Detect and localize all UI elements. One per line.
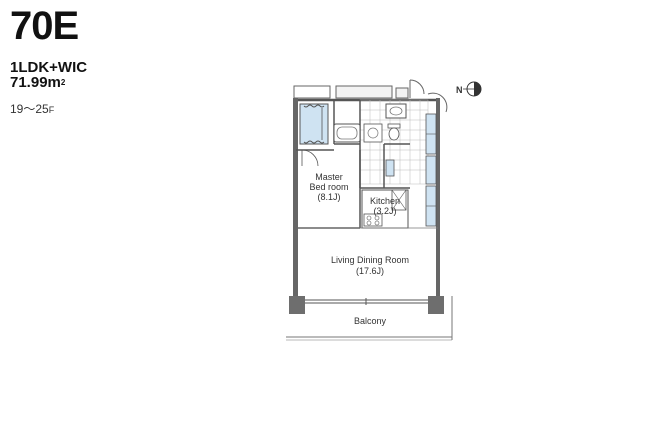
unit-area-value: 71.99m <box>10 74 61 91</box>
bathtub <box>333 123 361 143</box>
living-dining-label: Living Dining Room <box>331 255 409 265</box>
column-right <box>428 296 444 314</box>
washbasin <box>385 103 407 119</box>
floor-range-value: 19～25 <box>10 102 49 116</box>
balcony-area <box>286 296 453 341</box>
kitchen-size: (3.2J) <box>373 206 396 216</box>
left-wall <box>293 98 298 298</box>
living-dining-size: (17.6J) <box>356 266 384 276</box>
walk-in-closet <box>299 103 329 145</box>
kitchen-label: Kitchen <box>370 196 400 206</box>
master-bedroom-label-2: Bed room <box>309 182 348 192</box>
unit-title-block: 70E 1LDK+WIC 71.99m2 19～25F <box>10 6 87 116</box>
room-labels: Master Bed room (8.1J) Kitchen (3.2J) Li… <box>309 172 409 326</box>
column-left <box>289 296 305 314</box>
master-bedroom-label-1: Master <box>315 172 343 182</box>
window-sash <box>305 298 428 305</box>
north-label: N <box>456 85 463 95</box>
unit-area-sup: 2 <box>60 78 66 87</box>
unit-code: 70E <box>10 4 79 48</box>
floor-range-suffix: F <box>48 105 55 115</box>
unit-type: 1LDK+WIC <box>10 59 88 76</box>
unit-area: 71.99m2 <box>10 75 87 91</box>
toilet <box>387 123 401 141</box>
master-bedroom-size: (8.1J) <box>317 192 340 202</box>
entrance-structure <box>293 79 448 113</box>
floor-range: 19～25F <box>10 103 87 116</box>
north-compass-icon: N <box>456 81 482 97</box>
right-wall <box>436 98 440 298</box>
washing-machine <box>363 123 383 143</box>
storage-strip <box>425 113 437 227</box>
balcony-label: Balcony <box>354 316 387 326</box>
